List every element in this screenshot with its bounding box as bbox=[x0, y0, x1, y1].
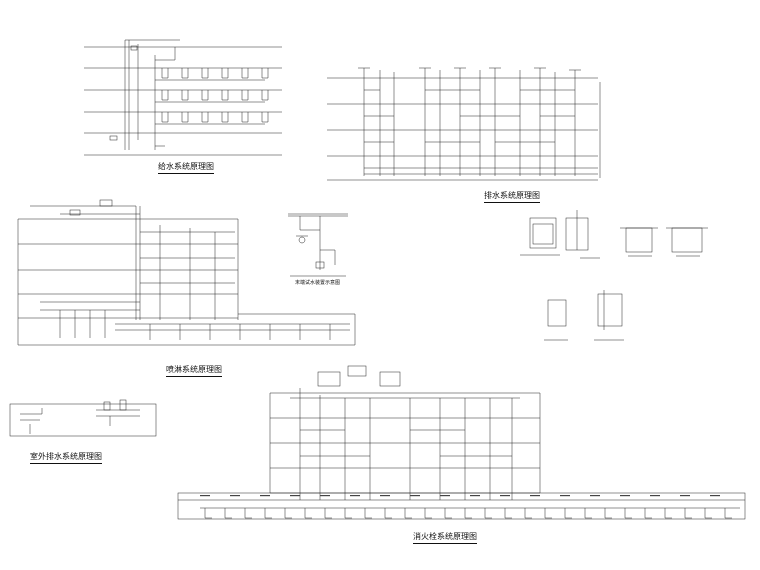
hydrant-diagram bbox=[177, 365, 746, 520]
water-supply-fixtures bbox=[161, 68, 269, 123]
test-valve-title: 末端试水装置示意图 bbox=[295, 280, 341, 286]
hydrant-labels bbox=[200, 495, 720, 497]
sprinkler-diagram bbox=[17, 199, 356, 346]
pit-details bbox=[520, 210, 708, 341]
sprinkler-title: 喷淋系统原理图 bbox=[166, 364, 222, 377]
water-supply-title: 给水系统原理图 bbox=[158, 161, 214, 174]
test-valve-detail bbox=[288, 213, 348, 277]
hydrant-title: 消火栓系统原理图 bbox=[413, 531, 477, 544]
yard-drainage-title: 室外排水系统原理图 bbox=[30, 451, 102, 464]
drainage-title: 排水系统原理图 bbox=[484, 190, 540, 203]
hydrant-branches bbox=[204, 508, 732, 519]
water-supply-diagram bbox=[84, 39, 282, 156]
drainage-diagram bbox=[327, 67, 601, 181]
yard-drainage-diagram bbox=[9, 399, 157, 437]
